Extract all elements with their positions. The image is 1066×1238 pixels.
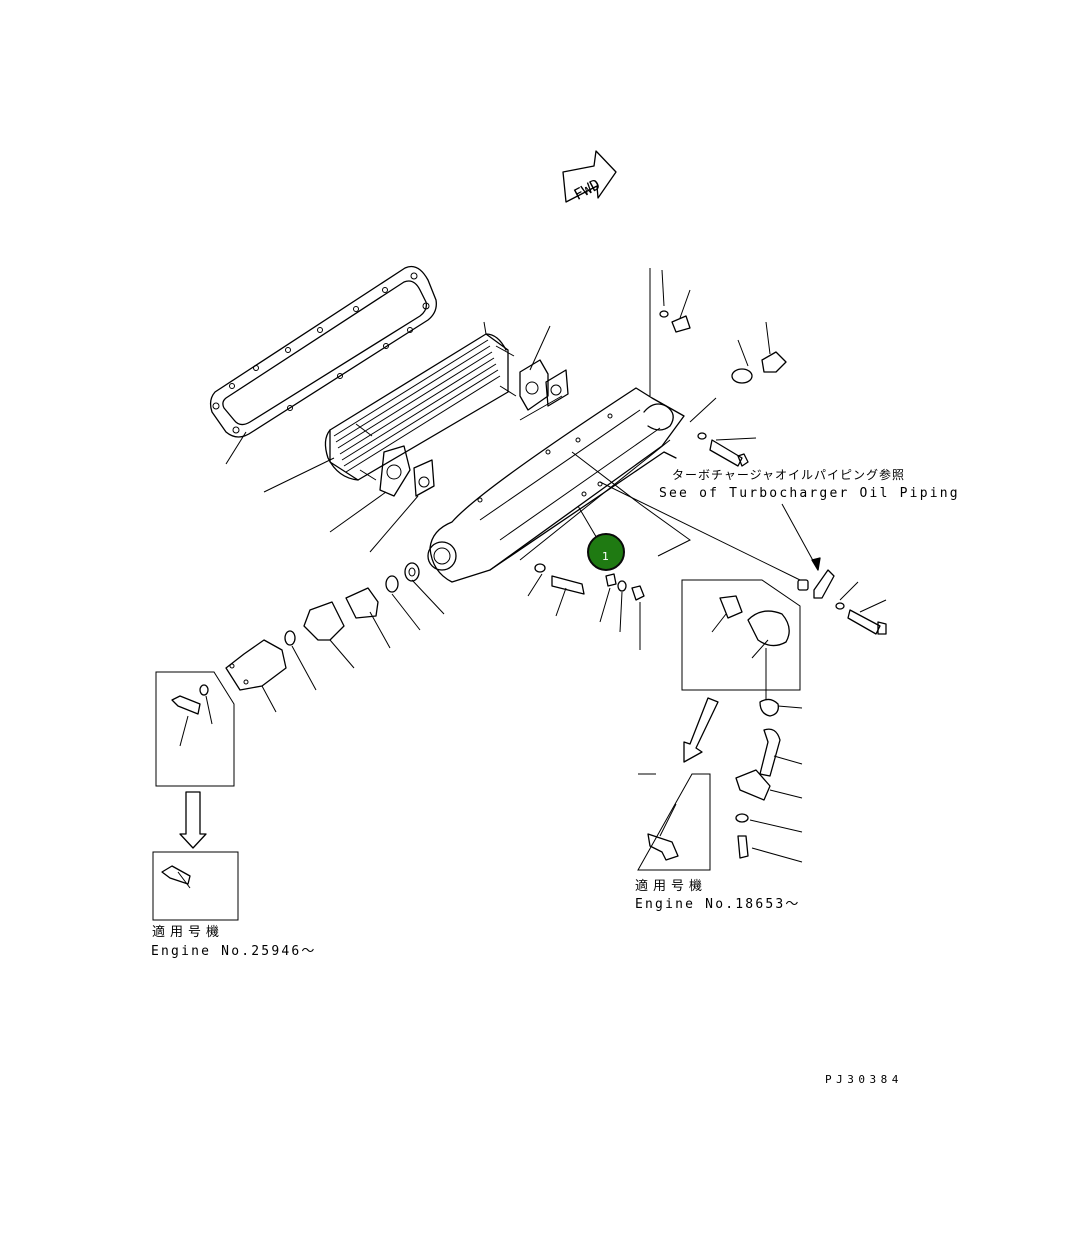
inset-box-right-lower: 適用号機 Engine No.18653～: [635, 697, 801, 912]
applicable-jp-left: 適用号機: [152, 924, 224, 940]
cooler-gasket: [209, 265, 437, 465]
applicable-jp-right: 適用号機: [635, 878, 707, 894]
turbo-note-en: See of Turbocharger Oil Piping: [659, 486, 960, 501]
turbo-note-jp: ターボチャージャオイルパイピング参照: [672, 467, 905, 482]
engine-no-right: Engine No.18653～: [635, 897, 801, 912]
fwd-arrow: FWD: [562, 150, 617, 204]
cooler-flange-gaskets: [329, 325, 569, 553]
drawing-code: PJ30384: [825, 1073, 903, 1086]
bracket-bolt-set: [797, 569, 887, 635]
turbocharger-note: ターボチャージャオイルパイピング参照 See of Turbocharger O…: [659, 467, 960, 571]
inset-box-left: 適用号機 Engine No.25946～: [151, 671, 317, 959]
oil-cooler-element: [263, 321, 517, 493]
top-bolts: [659, 269, 787, 467]
part-callout-1[interactable]: 1: [577, 505, 625, 571]
pipe-assembly: [735, 698, 803, 863]
callout-number: 1: [602, 550, 609, 563]
front-assembly-parts: [225, 562, 645, 713]
inset-box-right: [681, 579, 801, 700]
engine-no-left: Engine No.25946～: [151, 944, 317, 959]
oil-cooler-housing: [427, 268, 801, 583]
fwd-label: FWD: [571, 175, 603, 204]
